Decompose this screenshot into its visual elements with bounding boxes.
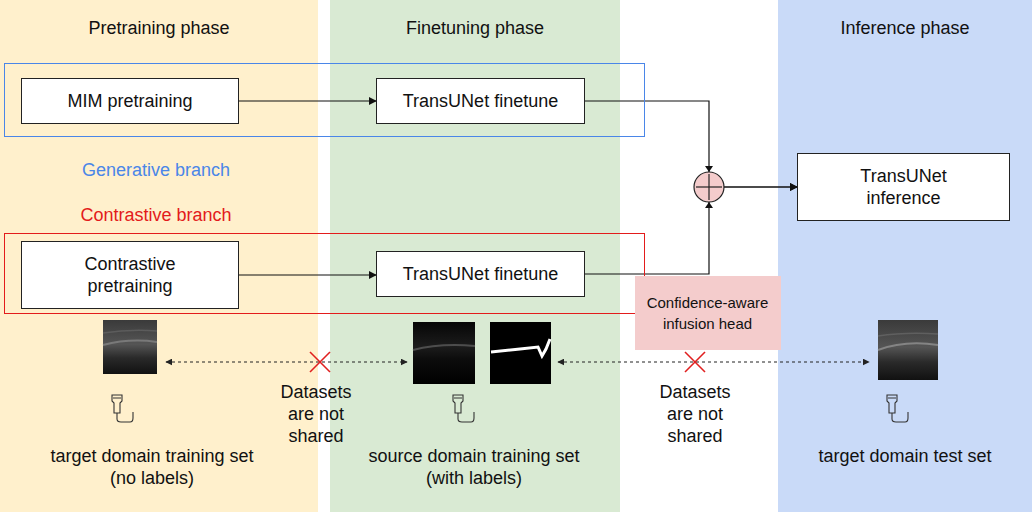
ultrasound-texture — [878, 343, 938, 350]
phase-title: Finetuning phase — [330, 17, 620, 39]
ultrasound-texture — [878, 333, 938, 336]
flow-arrow — [239, 274, 376, 275]
ultrasound-texture — [103, 330, 157, 333]
note-label: target domain test set — [793, 445, 1018, 467]
ultrasound-texture — [413, 345, 475, 350]
flow-arrow — [585, 101, 797, 187]
note-label: Datasets are not shared — [653, 381, 737, 447]
label-mask-line — [491, 339, 550, 356]
head-box: Confidence-aware infusion head — [635, 276, 781, 350]
flow-arrow — [239, 100, 376, 101]
arrow-head-shape — [705, 166, 713, 172]
sum-circle — [694, 172, 724, 202]
process-box: MIM pretraining — [21, 78, 239, 124]
phase-band: Inference phaseTransUNet inference — [778, 0, 1032, 512]
branch-outline: Contrastive branchContrastive pretrainin… — [4, 233, 645, 314]
label-holder: target domain training set (no labels) — [40, 445, 265, 489]
ultrasound-image — [103, 320, 157, 374]
dashed-arrow — [166, 362, 407, 363]
dashed-arrow — [558, 362, 869, 363]
label-holder: Datasets are not shared — [274, 381, 358, 447]
process-box: TransUNet inference — [797, 153, 1010, 221]
cross-mark — [685, 352, 705, 372]
box-label: TransUNet inference — [829, 165, 979, 209]
probe-icon — [112, 395, 133, 422]
process-box: Contrastive pretraining — [21, 241, 239, 309]
label-holder: target domain test set — [793, 445, 1018, 467]
label-mask-image — [490, 322, 551, 384]
note-label: source domain training set (with labels) — [362, 445, 587, 489]
box-label: Confidence-aware infusion head — [643, 292, 773, 334]
ultrasound-texture — [103, 341, 157, 345]
process-box: TransUNet finetune — [376, 78, 585, 124]
branch-title: Contrastive branch — [6, 204, 306, 226]
note-label: Datasets are not shared — [274, 381, 358, 447]
probe-icon — [453, 395, 474, 422]
phase-title: Pretraining phase — [0, 17, 318, 39]
box-label: TransUNet finetune — [403, 263, 558, 285]
label-holder: Datasets are not shared — [653, 381, 737, 447]
box-label: Contrastive pretraining — [55, 253, 205, 297]
branch-title: Generative branch — [6, 159, 306, 181]
phase-title: Inference phase — [778, 17, 1032, 39]
ultrasound-image — [413, 322, 475, 384]
process-box: TransUNet finetune — [376, 251, 585, 297]
note-label: target domain training set (no labels) — [40, 445, 265, 489]
cross-mark — [310, 352, 330, 372]
plus-sign — [696, 186, 722, 187]
box-label: TransUNet finetune — [403, 90, 558, 112]
label-holder: source domain training set (with labels) — [362, 445, 587, 489]
flow-arrow — [585, 187, 797, 274]
probe-icon — [887, 395, 908, 422]
branch-outline: Generative branchMIM pretrainingTransUNe… — [4, 63, 645, 137]
box-label: MIM pretraining — [67, 90, 192, 112]
ultrasound-image — [878, 320, 938, 380]
arrow-head-shape — [705, 202, 713, 208]
